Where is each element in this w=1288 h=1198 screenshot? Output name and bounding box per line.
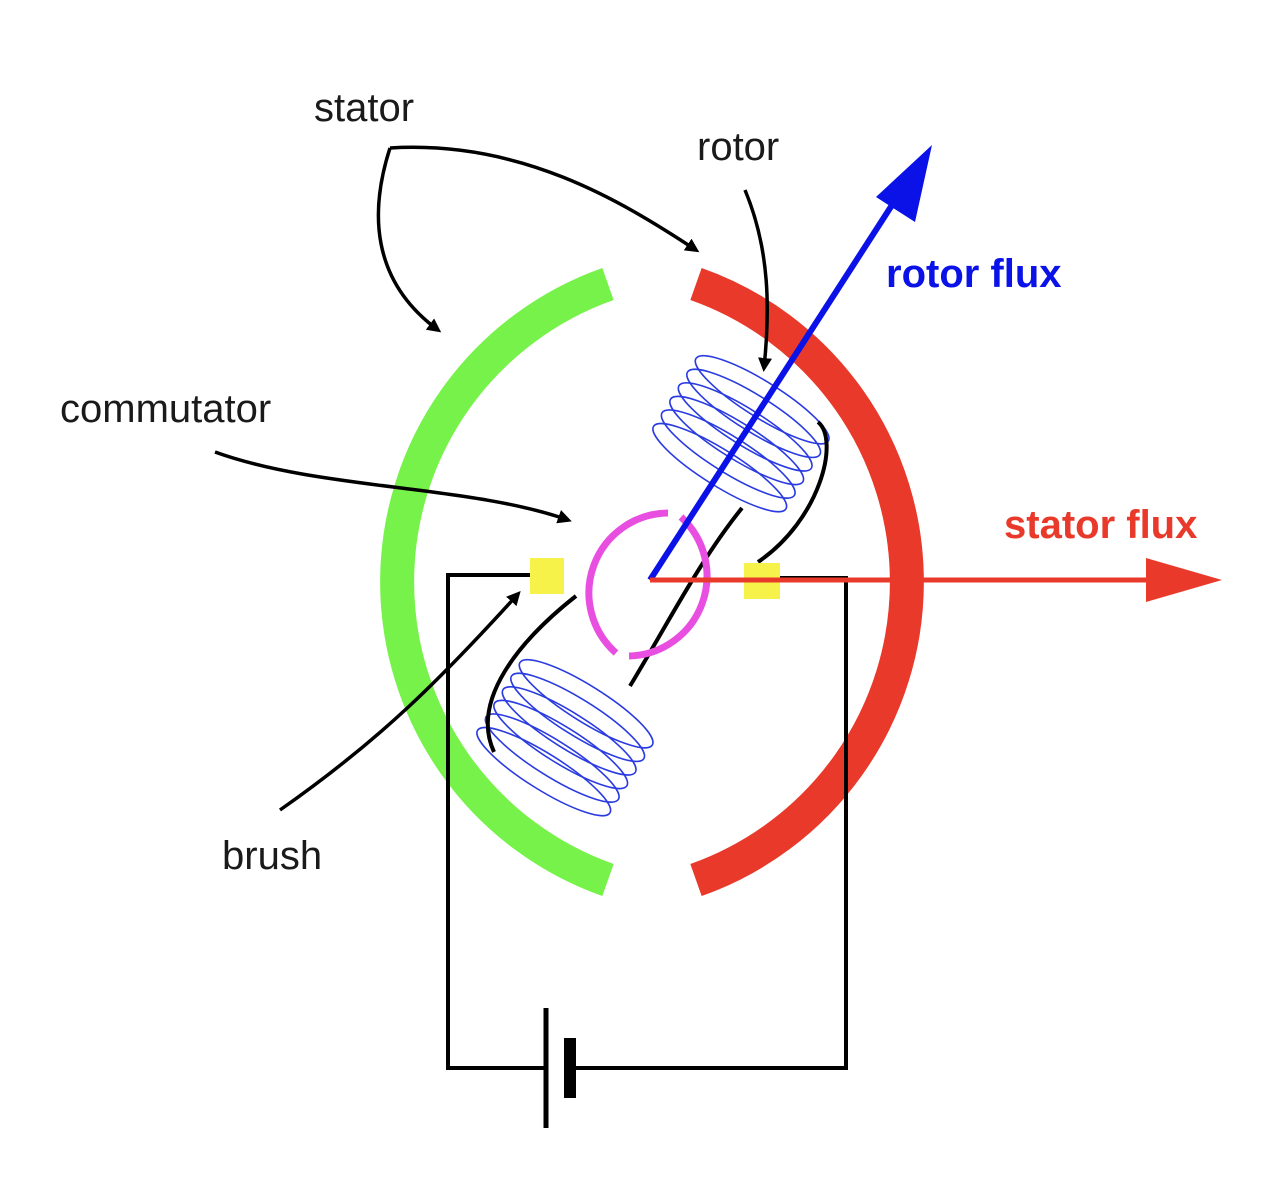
- brush-label: brush: [222, 834, 322, 878]
- rotor-flux-arrow: [647, 145, 932, 582]
- stator-left-arc: [380, 267, 614, 897]
- commutator-segment-a: [628, 514, 711, 660]
- stator-callout-arrow-left: [376, 147, 442, 333]
- brush-left: [530, 558, 564, 594]
- commutator-callout-arrow: [214, 450, 572, 524]
- commutator-segment-b: [585, 509, 669, 656]
- rotor-label: rotor: [697, 125, 779, 169]
- stator-callout-arrow-right: [389, 145, 700, 253]
- stator-label: stator: [314, 86, 414, 130]
- rotor-flux-label: rotor flux: [886, 252, 1062, 296]
- brush-callout-arrow: [278, 591, 521, 812]
- battery-icon: [543, 1008, 576, 1128]
- stator-flux-label: stator flux: [1004, 503, 1197, 547]
- rotor-callout-arrow: [743, 189, 772, 372]
- stator-flux-arrow: [650, 558, 1222, 602]
- commutator-label: commutator: [60, 387, 271, 431]
- rotor-lead-left: [485, 594, 578, 753]
- rotor-coil-lower: [476, 658, 654, 817]
- rotor-lead-right: [756, 420, 829, 564]
- rotor-lead-center: [628, 506, 744, 688]
